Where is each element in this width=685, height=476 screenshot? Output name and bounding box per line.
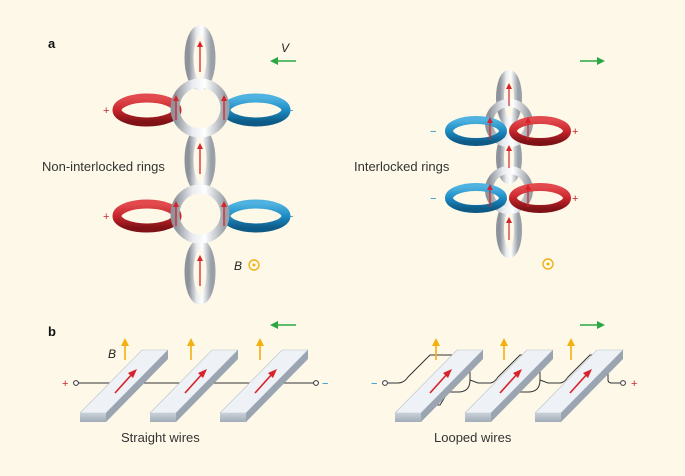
panel-a-label: a — [48, 36, 56, 51]
vertical-link-ring — [496, 132, 522, 184]
blue-ring — [221, 199, 291, 233]
vertical-link-ring — [184, 239, 216, 305]
minus-sign: − — [322, 378, 328, 390]
left-ring-chain — [112, 25, 291, 305]
red-ring — [112, 93, 182, 127]
minus-sign: − — [371, 378, 377, 390]
wire-bar — [219, 349, 309, 422]
plus-sign: + — [572, 126, 578, 138]
minus-sign: − — [287, 211, 293, 223]
panel-b-label: b — [48, 324, 56, 339]
minus-sign: − — [287, 105, 293, 117]
minus-sign: − — [430, 126, 436, 138]
right-caption: Looped wires — [434, 430, 512, 445]
wire-bar — [534, 349, 624, 422]
right-caption: Interlocked rings — [354, 159, 450, 174]
looped-wires — [394, 349, 624, 422]
plus-sign: + — [572, 193, 578, 205]
field-label: B — [108, 347, 116, 361]
plus-sign: + — [631, 378, 637, 390]
left-caption: Straight wires — [121, 430, 200, 445]
velocity-label: V — [281, 41, 290, 55]
straight-wires — [79, 349, 309, 422]
velocity-arrow-left — [270, 57, 296, 65]
red-ring — [112, 199, 182, 233]
velocity-arrow-right — [580, 57, 605, 65]
wire-bar — [464, 349, 554, 422]
field-out-of-page-icon — [248, 259, 260, 271]
red-ring — [509, 183, 571, 213]
current-arrows — [487, 83, 531, 240]
vertical-link-ring — [496, 70, 522, 126]
field-out-of-page-icon — [542, 258, 554, 270]
plus-sign: + — [62, 378, 68, 390]
right-ring-chain — [445, 70, 571, 258]
field-arrows — [435, 344, 572, 360]
red-ring — [509, 116, 571, 146]
velocity-arrow-left — [270, 321, 296, 329]
current-arrows — [173, 41, 227, 286]
field-arrows — [124, 344, 261, 360]
minus-sign: − — [430, 193, 436, 205]
center-ring — [170, 78, 230, 138]
plus-sign: + — [103, 211, 109, 223]
wire-bar — [79, 349, 169, 422]
velocity-arrow-right — [580, 321, 605, 329]
blue-ring — [221, 93, 291, 127]
blue-ring — [445, 116, 507, 146]
center-ring — [170, 184, 230, 244]
wire-bar — [394, 349, 484, 422]
wire-bar — [149, 349, 239, 422]
blue-ring — [445, 183, 507, 213]
plus-sign: + — [103, 105, 109, 117]
field-label: B — [234, 259, 242, 273]
left-caption: Non-interlocked rings — [42, 159, 165, 174]
